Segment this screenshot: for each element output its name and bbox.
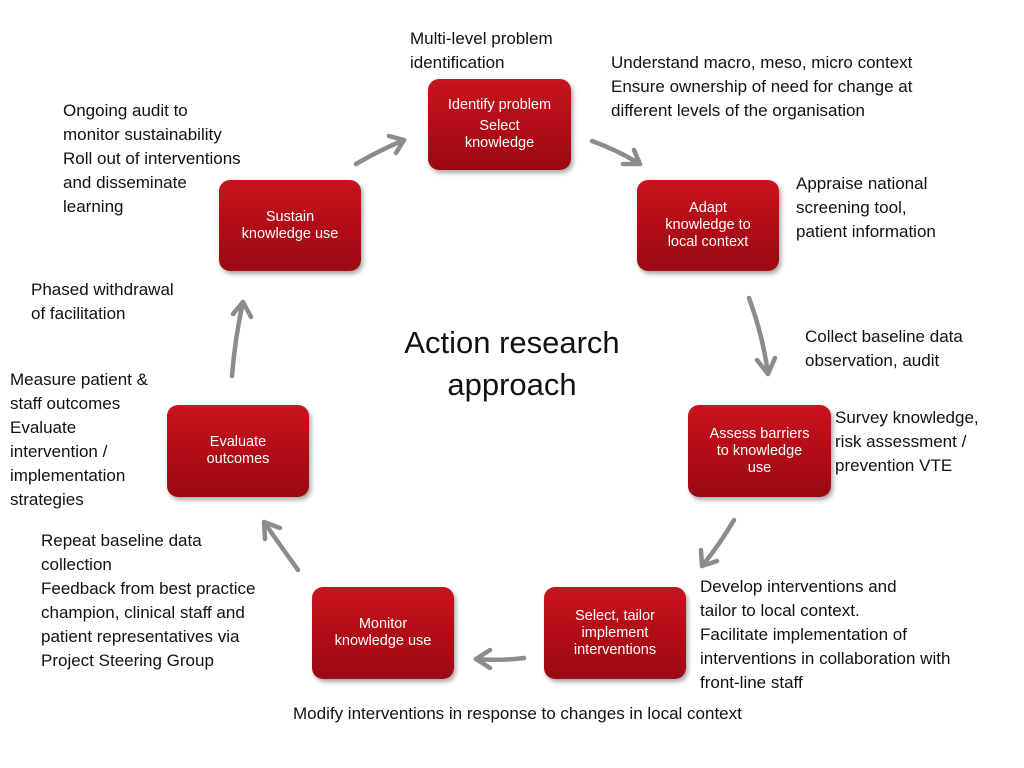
arrow-sustain-to-identify [353,133,407,167]
arrow-assess-to-select [698,517,737,569]
step-assess-barriers: Assess barriers to knowledge use [688,405,831,497]
arrow-adapt-to-assess [746,295,778,377]
step-identify-problem: Identify problem Select knowledge [428,79,571,170]
step-select-tailor-label: Select, tailor implement interventions [573,607,657,658]
note-phased-withdrawal: Phased withdrawal of facilitation [31,280,174,323]
step-assess-barriers-label: Assess barriers to knowledge use [709,425,810,476]
step-sustain-knowledge-label: Sustain knowledge use [241,208,339,242]
arrow-monitor-to-evaluate [261,519,301,573]
step-monitor-knowledge: Monitor knowledge use [312,587,454,679]
step-evaluate-outcomes-label: Evaluate outcomes [206,434,270,467]
step-monitor-knowledge-label: Monitor knowledge use [334,616,432,649]
step-adapt-knowledge: Adapt knowledge to local context [637,180,779,271]
note-measure-outcomes: Measure patient & staff outcomes Evaluat… [10,370,148,509]
note-understand-context: Understand macro, meso, micro context En… [611,53,913,120]
note-modify-interventions: Modify interventions in response to chan… [293,704,742,723]
step-identify-problem-label: Identify problem [447,97,552,113]
note-multilevel-identification: Multi-level problem identification [410,29,553,72]
arrow-select-to-monitor [473,647,527,671]
step-adapt-knowledge-label: Adapt knowledge to local context [665,200,751,250]
arrow-evaluate-to-sustain [229,299,254,379]
arrow-identify-to-adapt [589,138,643,167]
note-appraise-tool: Appraise national screening tool, patien… [796,174,936,241]
step-select-knowledge-label: Select knowledge [464,118,535,151]
step-evaluate-outcomes: Evaluate outcomes [167,405,309,497]
diagram-title: Action research approach [404,325,620,402]
step-select-tailor: Select, tailor implement interventions [544,587,686,679]
note-ongoing-audit: Ongoing audit to monitor sustainability … [63,101,241,216]
note-develop-interventions: Develop interventions and tailor to loca… [700,577,951,692]
note-survey-knowledge: Survey knowledge, risk assessment / prev… [835,408,979,475]
step-sustain-knowledge: Sustain knowledge use [219,180,361,271]
note-collect-baseline: Collect baseline data observation, audit [805,327,963,370]
note-repeat-baseline: Repeat baseline data collection Feedback… [41,531,256,670]
